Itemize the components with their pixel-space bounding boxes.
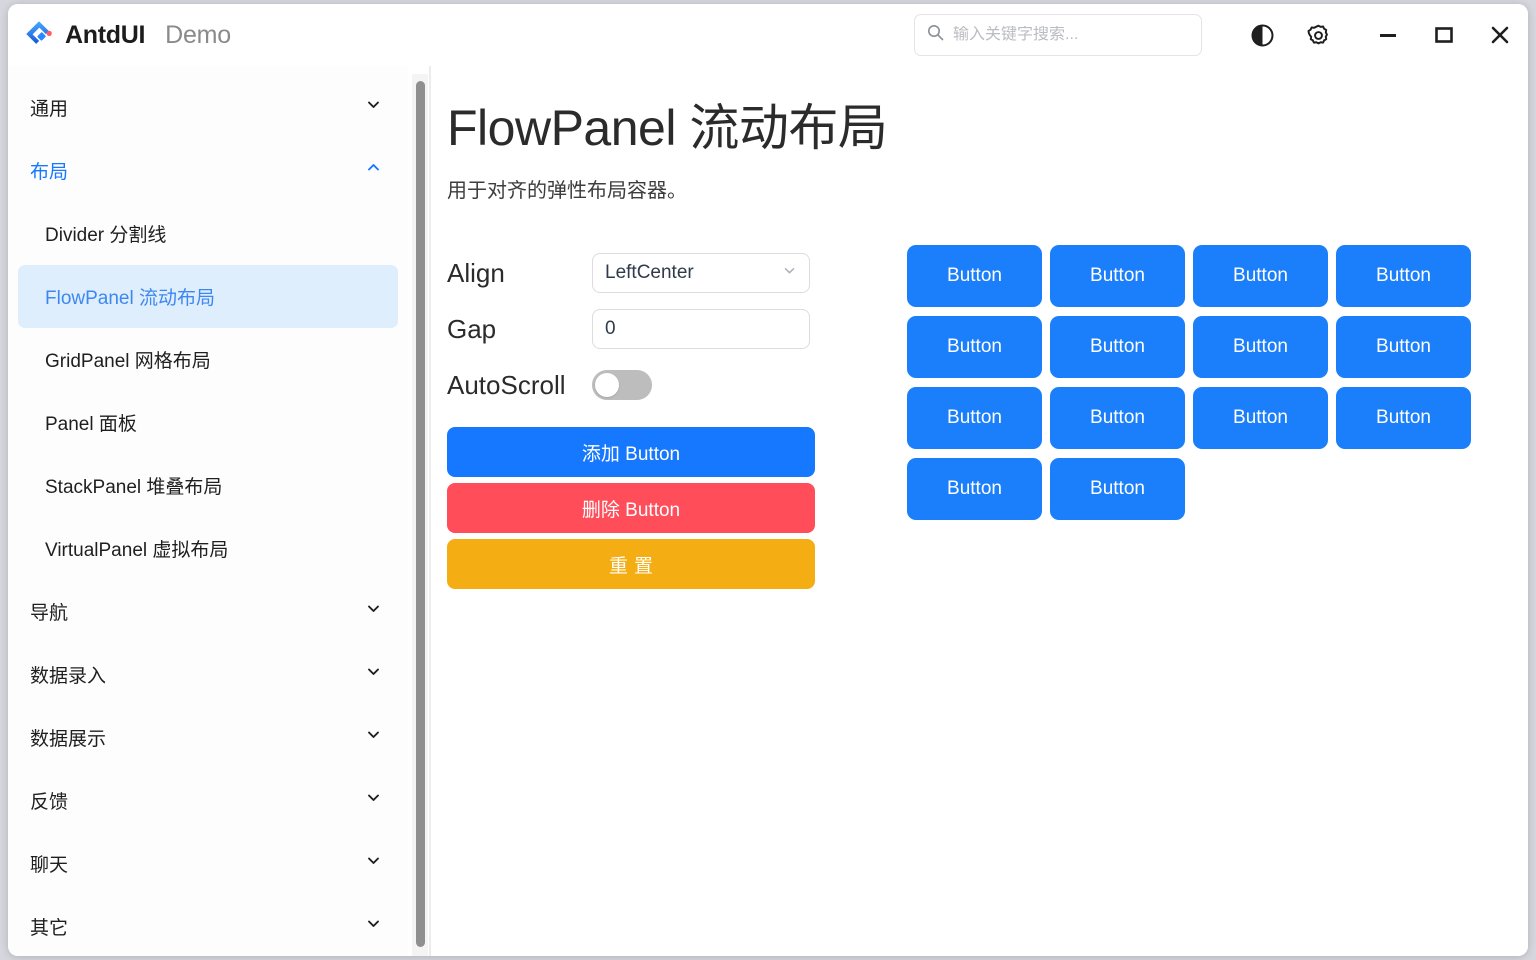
sidebar-item-divider[interactable]: Divider 分割线 <box>45 225 167 246</box>
flow-button[interactable]: Button <box>1050 316 1185 378</box>
gap-input[interactable] <box>605 318 797 340</box>
page-title: FlowPanel 流动布局 <box>447 100 888 156</box>
search-icon <box>927 24 944 46</box>
sidebar-group-反馈[interactable]: 反馈 <box>8 769 408 832</box>
search-box[interactable] <box>914 14 1202 56</box>
minimize-icon[interactable] <box>1360 4 1416 66</box>
reset-button[interactable]: 重置 <box>447 539 815 589</box>
app-window: AntdUI Demo <box>8 4 1528 956</box>
chevron-down-icon <box>365 852 382 875</box>
gap-row: Gap <box>447 301 837 357</box>
sidebar-group-label: 数据录入 <box>30 666 107 687</box>
flow-button[interactable]: Button <box>1193 387 1328 449</box>
sidebar-scrollbar[interactable] <box>412 74 428 956</box>
sidebar-group-label: 布局 <box>30 162 69 183</box>
autoscroll-label: AutoScroll <box>447 369 566 400</box>
sidebar-group-items: Divider 分割线 FlowPanel 流动布局 GridPanel 网格布局 P… <box>8 202 408 580</box>
titlebar-actions <box>914 4 1528 66</box>
flow-button[interactable]: Button <box>1336 245 1471 307</box>
align-row: Align LeftCenter <box>447 245 837 301</box>
chevron-up-icon <box>365 159 382 182</box>
search-input[interactable] <box>953 26 1189 44</box>
align-select-value: LeftCenter <box>605 262 694 283</box>
app-subtitle: Demo <box>165 20 232 49</box>
chevron-down-icon <box>365 663 382 686</box>
sidebar-item-gridpanel[interactable]: GridPanel 网格布局 <box>45 351 211 372</box>
chevron-down-icon <box>365 600 382 623</box>
sidebar-group-label: 反馈 <box>30 792 69 813</box>
align-select[interactable]: LeftCenter <box>592 253 810 293</box>
flow-button[interactable]: Button <box>907 458 1042 520</box>
sidebar-group-数据录入[interactable]: 数据录入 <box>8 643 408 706</box>
autoscroll-toggle[interactable] <box>592 370 652 400</box>
flow-button[interactable]: Button <box>1050 245 1185 307</box>
flow-button[interactable]: Button <box>907 316 1042 378</box>
delete-button-button[interactable]: 删除 Button <box>447 483 815 533</box>
flow-button[interactable]: Button <box>1193 245 1328 307</box>
sidebar-item-virtualpanel[interactable]: VirtualPanel 虚拟布局 <box>45 540 229 561</box>
sidebar-nav: 通用布局 Divider 分割线 FlowPanel 流动布局 GridPanel 网… <box>8 66 408 956</box>
sidebar-group-label: 导航 <box>30 603 69 624</box>
sidebar-scrollbar-thumb[interactable] <box>416 81 425 947</box>
sidebar-group-导航[interactable]: 导航 <box>8 580 408 643</box>
sidebar-divider <box>429 66 431 956</box>
flow-button[interactable]: Button <box>1050 458 1185 520</box>
toggle-knob <box>595 373 619 397</box>
app-title: AntdUI <box>65 20 146 49</box>
flow-button[interactable]: Button <box>1336 387 1471 449</box>
close-icon[interactable] <box>1472 4 1528 66</box>
align-label: Align <box>447 257 505 288</box>
chevron-down-icon <box>365 789 382 812</box>
sidebar-group-label: 数据展示 <box>30 729 107 750</box>
sidebar-group-label: 聊天 <box>30 855 69 876</box>
gear-icon[interactable] <box>1290 4 1346 66</box>
sidebar-item-panel[interactable]: Panel 面板 <box>45 414 137 435</box>
sidebar-group-通用[interactable]: 通用 <box>8 76 408 139</box>
sidebar-group-布局[interactable]: 布局 <box>8 139 408 202</box>
sidebar-group-数据展示[interactable]: 数据展示 <box>8 706 408 769</box>
page-subtitle: 用于对齐的弹性布局容器。 <box>447 180 687 202</box>
flow-button[interactable]: Button <box>907 387 1042 449</box>
sidebar-item-stackpanel[interactable]: StackPanel 堆叠布局 <box>45 477 223 498</box>
control-panel: Align LeftCenter Gap <box>447 245 837 589</box>
app-brand: AntdUI Demo <box>8 20 231 50</box>
flow-button[interactable]: Button <box>1336 316 1471 378</box>
chevron-down-icon <box>365 915 382 938</box>
add-button-button[interactable]: 添加 Button <box>447 427 815 477</box>
maximize-icon[interactable] <box>1416 4 1472 66</box>
flow-button[interactable]: Button <box>1193 316 1328 378</box>
demo-area: Align LeftCenter Gap <box>447 245 1504 589</box>
sidebar-group-聊天[interactable]: 聊天 <box>8 832 408 895</box>
sidebar-group-label: 通用 <box>30 99 69 120</box>
main-content: FlowPanel 流动布局 用于对齐的弹性布局容器。 Align LeftCe… <box>431 66 1528 956</box>
antdui-logo-icon <box>24 20 54 50</box>
gap-label: Gap <box>447 313 497 344</box>
sidebar-group-label: 其它 <box>30 918 69 939</box>
flow-button[interactable]: Button <box>907 245 1042 307</box>
sidebar-item-flowpanel[interactable]: FlowPanel 流动布局 <box>18 265 398 328</box>
theme-contrast-icon[interactable] <box>1234 4 1290 66</box>
chevron-down-icon <box>365 726 382 749</box>
sidebar-group-其它[interactable]: 其它 <box>8 895 408 956</box>
gap-field[interactable] <box>592 309 810 349</box>
chevron-down-icon <box>365 96 382 119</box>
flow-button[interactable]: Button <box>1050 387 1185 449</box>
chevron-down-icon <box>782 262 797 284</box>
title-bar: AntdUI Demo <box>8 4 1528 66</box>
autoscroll-row: AutoScroll <box>447 357 837 413</box>
